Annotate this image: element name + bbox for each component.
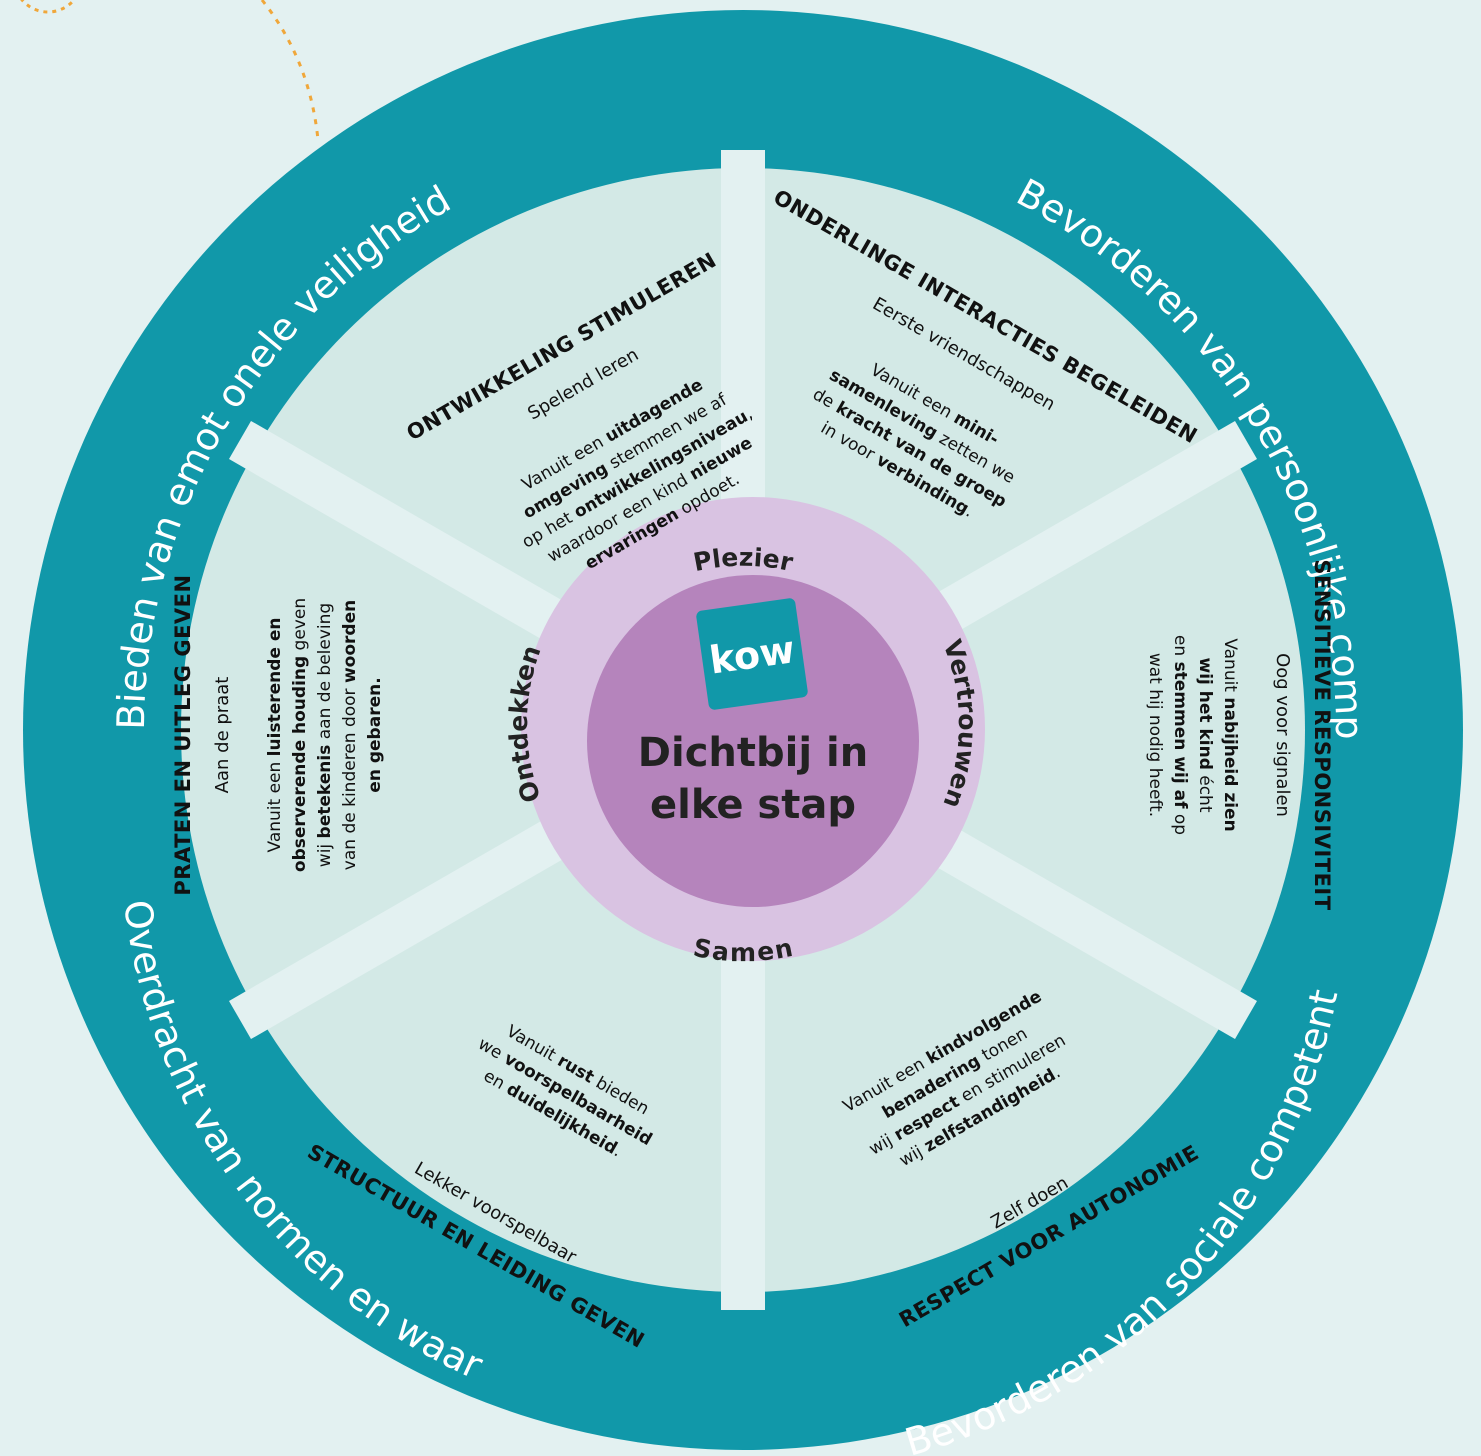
segment-sensitieve-responsiviteit: SENSITIEVE RESPONSIVITEIT Oog voor signal… [1145, 559, 1334, 910]
center-title-line2: elke stap [650, 782, 856, 828]
segment-body-line: en gebaren. [365, 677, 385, 792]
segment-body-line: wij betekenis aan de beleving [315, 603, 335, 867]
core-value-samen: Samen [691, 933, 795, 967]
segment-body-line: Vanuit nabijheid zien [1220, 638, 1240, 831]
segment-body-line: observerende houding geven [290, 598, 310, 872]
kow-logo: kow [696, 598, 808, 710]
segment-title: SENSITIEVE RESPONSIVITEIT [1310, 559, 1334, 910]
segment-title: PRATEN EN UITLEG GEVEN [171, 574, 195, 895]
segment-praten-en-uitleg: PRATEN EN UITLEG GEVEN Aan de praat Vanuit… [171, 574, 385, 895]
segment-body-line: wat hij nodig heeft. [1145, 653, 1165, 817]
center-title-line1: Dichtbij in [638, 730, 868, 776]
segment-subtitle: Oog voor signalen [1272, 653, 1293, 817]
segment-body-line: wij het kind écht [1195, 657, 1215, 812]
center-disc [587, 575, 919, 907]
core-value-plezier: Plezier [691, 543, 796, 578]
segment-subtitle: Aan de praat [212, 677, 233, 794]
segment-body-line: en stemmen wij af op [1170, 635, 1190, 835]
segment-body-line: Vanuit een luisterende en [265, 618, 285, 853]
segment-body-line: van de kinderen door woorden [340, 600, 360, 870]
decorative-dotted-arc [260, 0, 320, 141]
